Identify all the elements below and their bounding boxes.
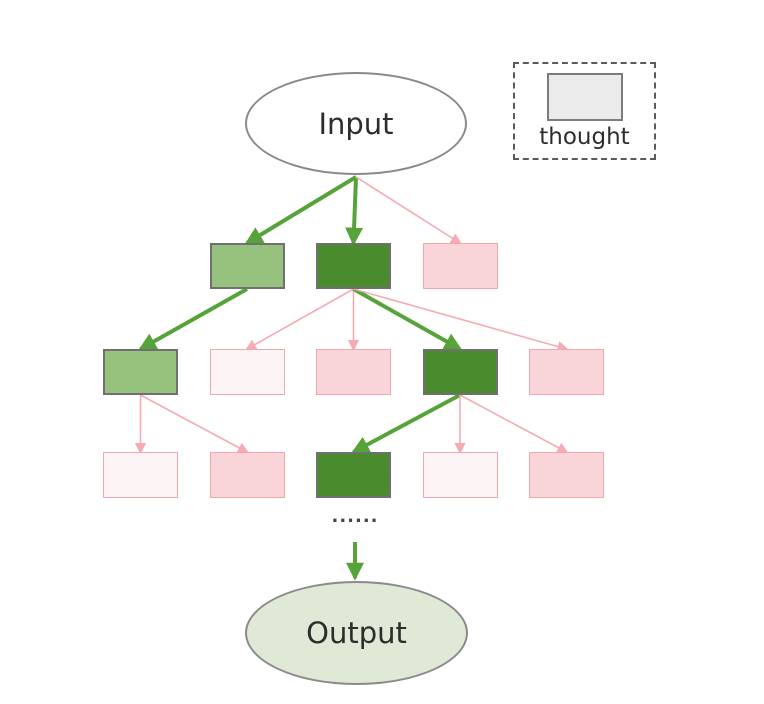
thought-node-l3c4 bbox=[529, 452, 604, 498]
legend-box: thought bbox=[513, 62, 656, 160]
output-node: Output bbox=[245, 581, 468, 685]
edge-input-l1c3 bbox=[355, 176, 462, 245]
edge-l1c2-l2c4 bbox=[353, 288, 569, 352]
output-label: Output bbox=[306, 616, 407, 650]
thought-node-l2c1 bbox=[209, 349, 285, 395]
thought-node-l3c1 bbox=[209, 452, 285, 498]
thought-node-l3c3 bbox=[422, 452, 498, 498]
thought-node-l2c3 bbox=[422, 349, 498, 395]
input-node: Input bbox=[245, 72, 467, 175]
thought-node-l1c2 bbox=[316, 243, 391, 289]
edge-l2c3-l3c2 bbox=[351, 393, 461, 454]
thought-node-l2c2 bbox=[316, 349, 391, 395]
thought-node-l1c3 bbox=[422, 243, 498, 289]
thought-node-l2c4 bbox=[529, 349, 604, 395]
edge-l1c2-l2c1 bbox=[245, 288, 354, 351]
edge-l2c0-l3c1 bbox=[140, 394, 249, 454]
input-label: Input bbox=[318, 106, 394, 141]
thought-node-l3c0 bbox=[103, 452, 178, 498]
edge-l2c3-l3c4 bbox=[459, 394, 569, 454]
thought-node-l2c0 bbox=[103, 349, 178, 395]
ellipsis: ...... bbox=[331, 505, 379, 527]
edge-input-l1c2 bbox=[345, 176, 364, 246]
thought-node-l3c2 bbox=[316, 452, 391, 498]
legend-thought-swatch bbox=[546, 73, 623, 121]
edge-l1c2-l2c3 bbox=[352, 287, 463, 351]
edge-input-l1c1 bbox=[244, 175, 358, 245]
thought-node-l1c1 bbox=[209, 243, 285, 289]
edge-l1c1-l2c0 bbox=[138, 287, 248, 351]
legend-label: thought bbox=[539, 124, 630, 150]
